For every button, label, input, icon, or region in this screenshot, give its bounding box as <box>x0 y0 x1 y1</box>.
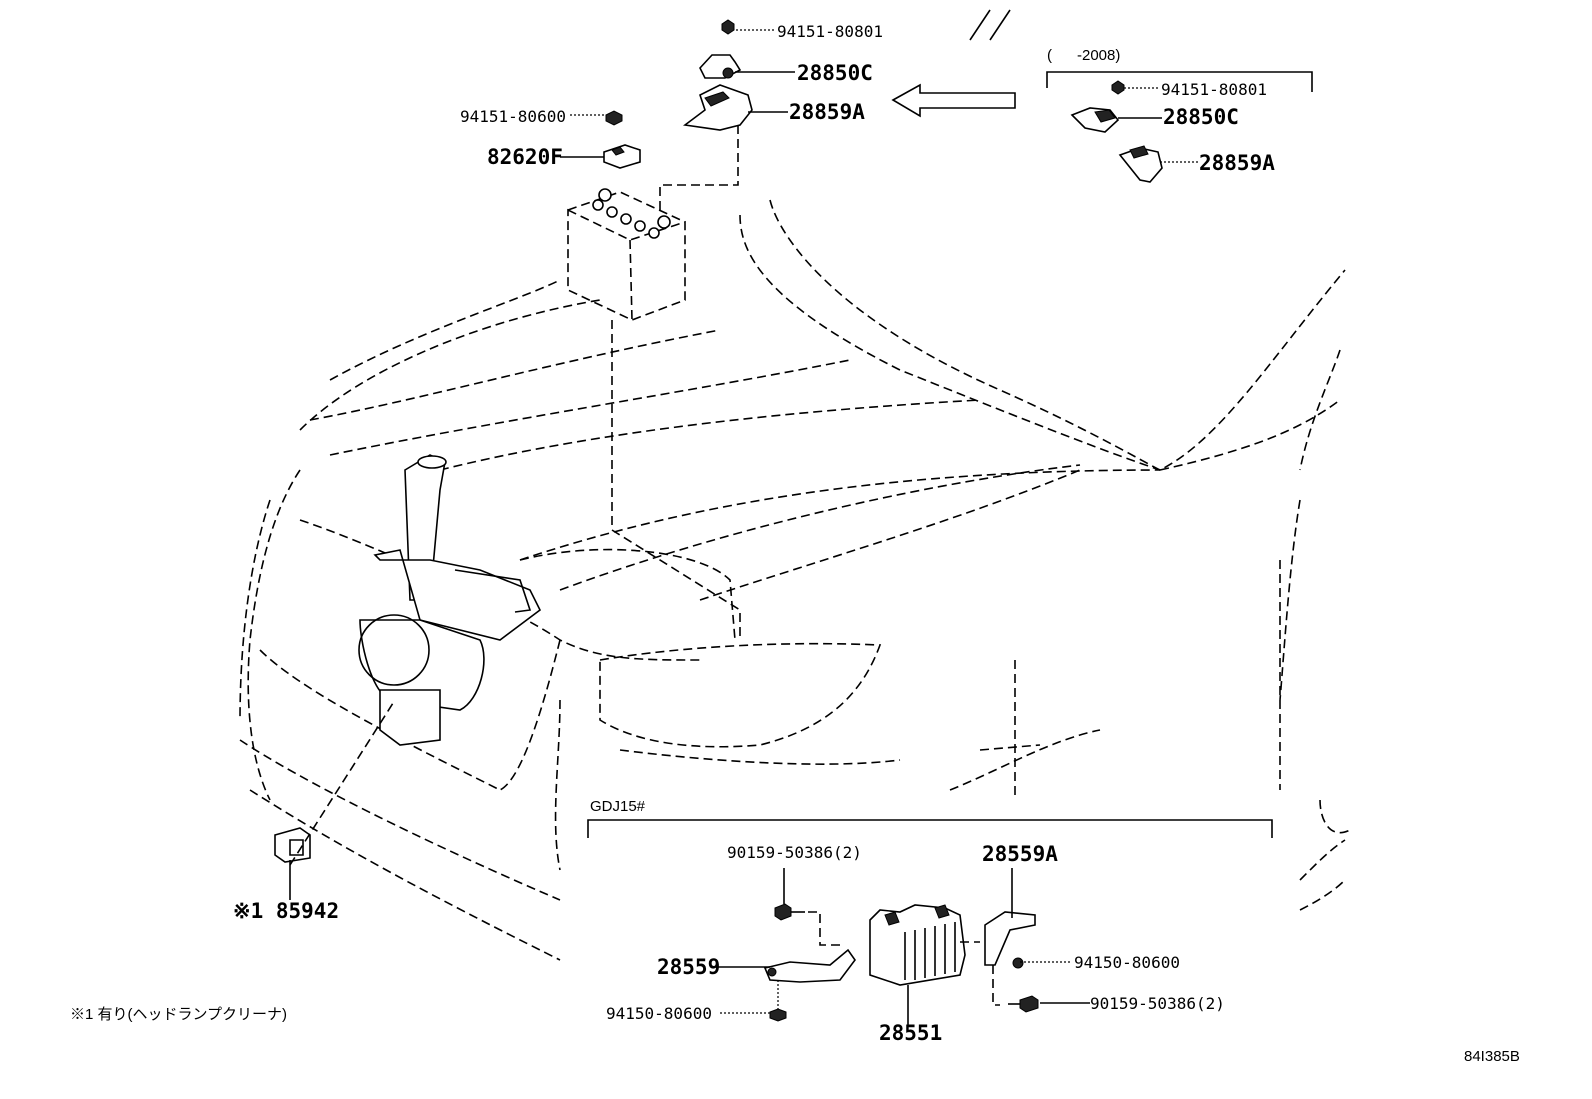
label-94151-80801-inset: 94151-80801 <box>1161 80 1267 99</box>
gdj15-parts <box>763 903 1039 1022</box>
footnote: ※1 有り(ヘッドランプクリーナ) <box>70 1006 287 1023</box>
inset-box <box>1046 71 1313 183</box>
label-28859a-top: 28859A <box>789 100 865 124</box>
gdj15-bracket <box>587 819 1273 838</box>
label-28551: 28551 <box>879 1021 942 1045</box>
label-94150-80600-right: 94150-80600 <box>1074 953 1180 972</box>
washer-tank <box>358 454 542 746</box>
label-94150-80600-left: 94150-80600 <box>606 1004 712 1023</box>
label-28559: 28559 <box>657 955 720 979</box>
label-28850c-inset: 28850C <box>1163 105 1239 129</box>
label-90159-50386-left: 90159-50386(2) <box>727 843 862 862</box>
label-inset-range: ( -2008) <box>1047 47 1120 64</box>
label-94151-80801-top: 94151-80801 <box>777 22 883 41</box>
leader-lines <box>560 29 1198 1025</box>
top-parts <box>603 19 1016 169</box>
label-94151-80600: 94151-80600 <box>460 107 566 126</box>
vehicle-outline <box>239 9 1351 961</box>
label-28850c-top: 28850C <box>797 61 873 85</box>
label-gdj15: GDJ15# <box>590 798 646 815</box>
label-85942: ※1 85942 <box>233 899 339 923</box>
part-85942 <box>274 699 396 900</box>
part-labels: 94151-80801 28850C 28859A 94151-80600 82… <box>70 22 1520 1065</box>
battery <box>567 125 741 640</box>
label-28559a: 28559A <box>982 842 1058 866</box>
label-82620f: 82620F <box>487 145 563 169</box>
diagram-code: 84I385B <box>1464 1048 1520 1065</box>
label-28859a-inset: 28859A <box>1199 151 1275 175</box>
label-90159-50386-right: 90159-50386(2) <box>1090 994 1225 1013</box>
